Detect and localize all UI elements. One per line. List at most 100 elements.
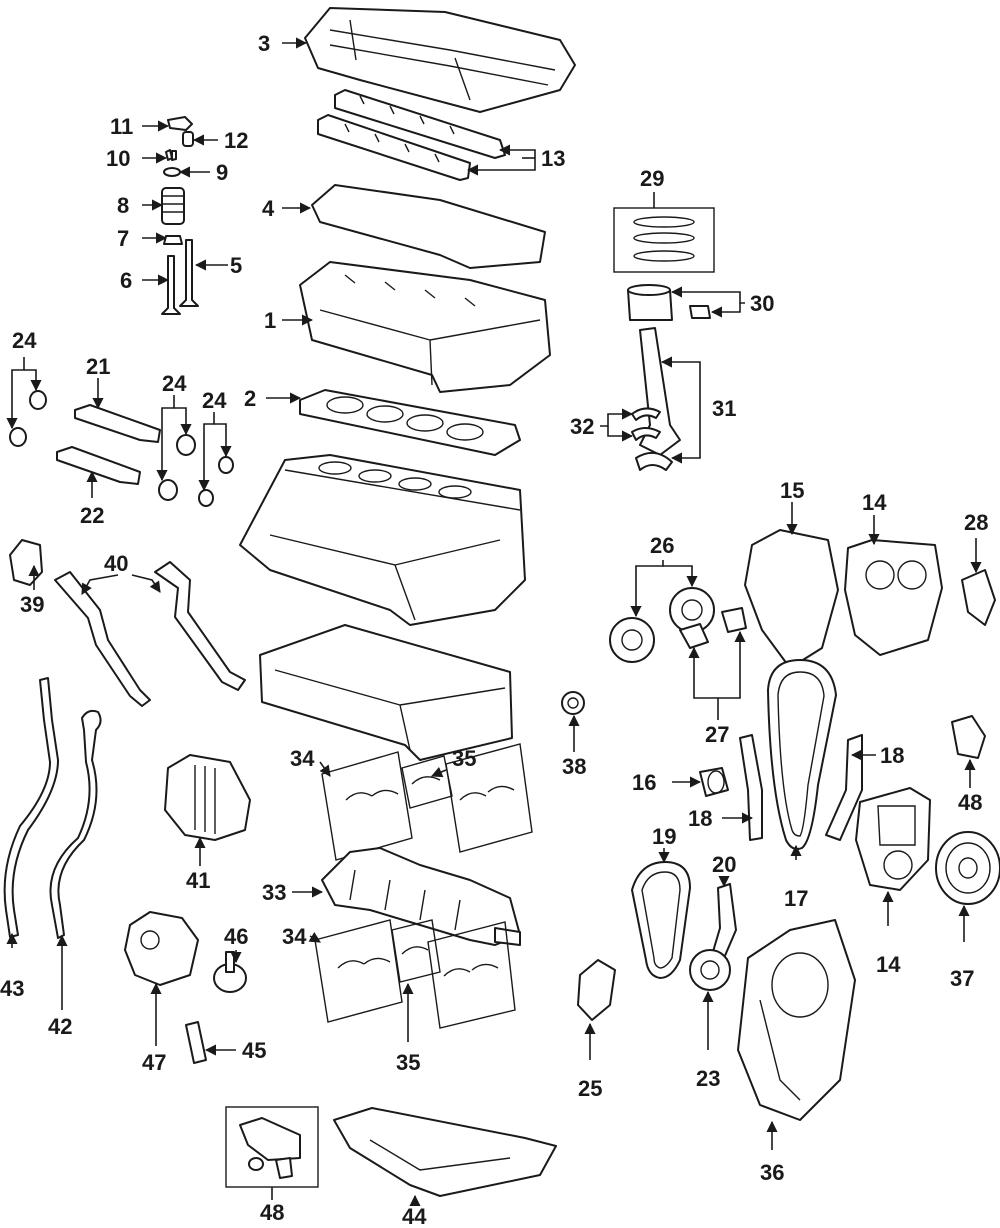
seal-24b <box>9 427 27 447</box>
valve-keeper <box>165 149 177 161</box>
head-gasket <box>299 389 521 456</box>
idler-16 <box>699 767 729 797</box>
callout-12: 12 <box>224 128 248 153</box>
callout-29: 29 <box>640 166 664 191</box>
valve-seal <box>163 235 183 245</box>
rod-bearings <box>631 407 661 441</box>
callout-24a: 24 <box>12 328 37 353</box>
callout-39: 39 <box>20 592 44 617</box>
front-cover-lower <box>855 787 931 891</box>
callout-4: 4 <box>262 196 275 221</box>
engine-front-cover <box>737 919 856 1121</box>
callout-8: 8 <box>117 193 129 218</box>
callout-44: 44 <box>402 1204 427 1228</box>
callout-42: 42 <box>48 1014 72 1039</box>
callout-20: 20 <box>712 852 736 877</box>
bracket-28 <box>961 569 996 626</box>
callout-21: 21 <box>86 354 110 379</box>
callout-47: 47 <box>142 1050 166 1075</box>
callout-32: 32 <box>570 414 594 439</box>
callout-48a: 48 <box>958 790 982 815</box>
callout-37: 37 <box>950 966 974 991</box>
callout-labels: 3 11 12 13 10 9 29 8 4 7 5 6 30 1 24 21 … <box>0 31 988 1228</box>
callout-22: 22 <box>80 503 104 528</box>
crankshaft <box>321 847 521 946</box>
seal-24e <box>218 456 234 474</box>
timing-cover-gasket <box>744 529 839 669</box>
piston <box>627 284 673 321</box>
tensioner-25 <box>577 959 616 1021</box>
callout-3: 3 <box>258 31 270 56</box>
callout-6: 6 <box>120 268 132 293</box>
exhaust-valve <box>161 255 181 315</box>
lash-adjuster <box>182 131 194 147</box>
callout-24b: 24 <box>162 371 187 396</box>
dipstick-tube <box>3 677 59 938</box>
callout-48b: 48 <box>260 1200 284 1225</box>
sprocket-bolt-a <box>679 623 709 649</box>
callout-10: 10 <box>106 146 130 171</box>
leader-lines <box>6 37 982 1207</box>
callout-9: 9 <box>216 160 228 185</box>
callout-34b: 34 <box>282 924 307 949</box>
chain-guide-lower <box>739 734 763 841</box>
callout-7: 7 <box>117 226 129 251</box>
callout-15: 15 <box>780 478 804 503</box>
callout-41: 41 <box>186 868 210 893</box>
piston-pin <box>689 305 711 319</box>
callout-27: 27 <box>705 722 729 747</box>
oil-cooler <box>164 754 251 841</box>
water-outlet <box>9 539 43 586</box>
valve-cover-gasket <box>311 184 546 269</box>
piston-rings-set <box>613 207 715 273</box>
exhaust-oil-control-valve <box>56 446 141 485</box>
coolant-hose-a <box>54 571 151 707</box>
callout-16: 16 <box>632 770 656 795</box>
main-bearing-set-upper <box>321 743 533 861</box>
timing-chain <box>767 659 837 850</box>
timing-cover <box>844 539 943 656</box>
callout-30: 30 <box>750 291 774 316</box>
tensioner-48-right <box>951 715 986 759</box>
valve-cover <box>304 7 576 113</box>
valve-spring <box>161 187 185 225</box>
callout-25: 25 <box>578 1076 602 1101</box>
lower-crankcase <box>259 624 513 761</box>
intake-oil-control-valve <box>74 404 161 443</box>
callout-2: 2 <box>244 386 256 411</box>
rod-cap <box>635 451 673 471</box>
callout-11: 11 <box>110 114 133 139</box>
callout-34a: 34 <box>290 746 315 771</box>
chain-guide-upper <box>825 734 863 841</box>
intake-valve <box>179 239 199 307</box>
small-sprocket <box>561 691 585 715</box>
balance-shaft-guide <box>711 883 737 959</box>
callout-26: 26 <box>650 533 674 558</box>
callout-17: 17 <box>784 886 808 911</box>
callout-46: 46 <box>224 924 248 949</box>
sprocket-23 <box>689 949 731 991</box>
callout-23: 23 <box>696 1066 720 1091</box>
callout-38: 38 <box>562 754 586 779</box>
callout-43: 43 <box>0 976 24 1001</box>
valve-spring-retainer <box>163 167 181 177</box>
callout-45: 45 <box>242 1038 266 1063</box>
callout-5: 5 <box>230 253 242 278</box>
callout-33: 33 <box>262 880 286 905</box>
camshafts <box>317 89 506 181</box>
callout-13: 13 <box>541 146 565 171</box>
callout-35b: 35 <box>396 1050 420 1075</box>
seal-24d <box>158 479 178 501</box>
engine-block <box>239 454 526 626</box>
callout-1: 1 <box>264 308 276 333</box>
callout-24c: 24 <box>202 388 227 413</box>
callout-18b: 18 <box>688 806 712 831</box>
callout-35a: 35 <box>452 746 476 771</box>
callout-14b: 14 <box>876 952 901 977</box>
oil-pump-gear <box>213 951 247 993</box>
callout-36: 36 <box>760 1160 784 1185</box>
dipstick <box>49 709 102 939</box>
seal-24f <box>198 489 214 507</box>
balance-chain <box>631 861 691 979</box>
